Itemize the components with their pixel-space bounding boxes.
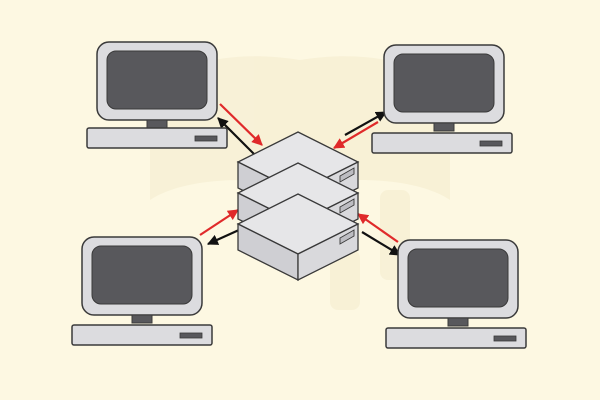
server-stack-icon (236, 131, 360, 282)
link-bottom-right (357, 213, 401, 256)
link-top-right (333, 111, 387, 149)
computer-top-left (86, 41, 228, 149)
server-drive-slot-icon (339, 229, 355, 245)
monitor-stand (131, 314, 153, 324)
computer-bottom-right (385, 239, 527, 349)
monitor-stand (146, 119, 168, 129)
arrow-to-server (199, 209, 239, 236)
arrow-to-client (361, 231, 401, 256)
monitor-screen (407, 248, 509, 308)
link-top-left (217, 103, 263, 157)
server-drive-slot-icon (339, 198, 355, 214)
arrow-to-client (217, 117, 257, 157)
arrow-to-server (219, 103, 263, 146)
clients-layer (71, 41, 527, 349)
computer-top-right (371, 44, 513, 154)
drive-slot-icon (194, 135, 218, 142)
drive-slot-icon (479, 140, 503, 147)
server-unit-3 (236, 193, 360, 282)
arrow-to-client (344, 111, 387, 136)
arrow-to-server (357, 213, 399, 243)
links-layer (199, 103, 401, 256)
system-unit (71, 324, 213, 346)
arrow-to-server (333, 121, 379, 149)
system-unit (86, 127, 228, 149)
system-unit (371, 132, 513, 154)
monitor-screen (393, 53, 495, 113)
monitor-screen (106, 50, 208, 110)
drive-slot-icon (493, 335, 517, 342)
monitor-screen (91, 245, 193, 305)
system-unit (385, 327, 527, 349)
computer-bottom-left (71, 236, 213, 346)
server-drive-slot-icon (339, 167, 355, 183)
drive-slot-icon (179, 332, 203, 339)
monitor-stand (447, 317, 469, 327)
monitor-stand (433, 122, 455, 132)
